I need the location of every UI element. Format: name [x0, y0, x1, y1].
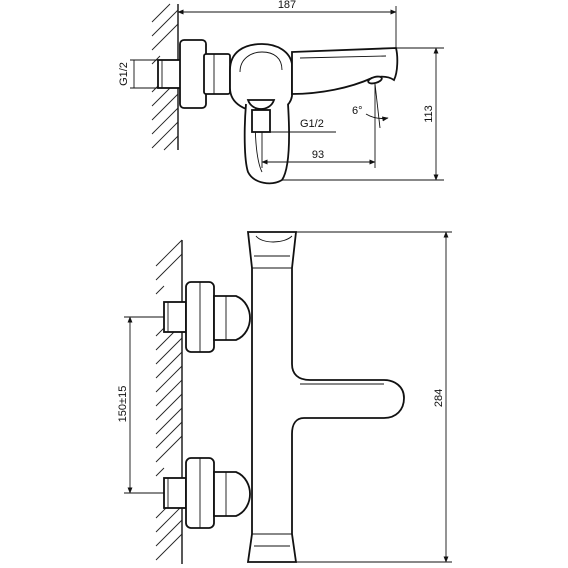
dim-width-label: 187 — [278, 0, 296, 11]
front-view: 284 150±15 — [117, 231, 452, 564]
outlet-thread-label: G1/2 — [300, 118, 324, 130]
upper-inlet-pipe — [163, 301, 187, 333]
dim-front-height-label: 284 — [433, 389, 445, 407]
side-view: 187 113 93 6° G1/2 G1/2 — [118, 0, 444, 185]
lower-inlet-pipe — [163, 477, 187, 509]
flange-top — [179, 39, 207, 109]
dim-height-label: 113 — [423, 105, 435, 123]
inlet-thread-label: G1/2 — [118, 62, 130, 86]
spout-top — [291, 47, 399, 95]
front-body — [246, 231, 405, 563]
dim-spacing-label: 150±15 — [117, 386, 129, 423]
dim-reach-label: 93 — [312, 149, 324, 161]
dim-angle-label: 6° — [352, 105, 363, 117]
wall-hatch-front — [155, 239, 183, 564]
outlet-nipple — [251, 109, 271, 133]
